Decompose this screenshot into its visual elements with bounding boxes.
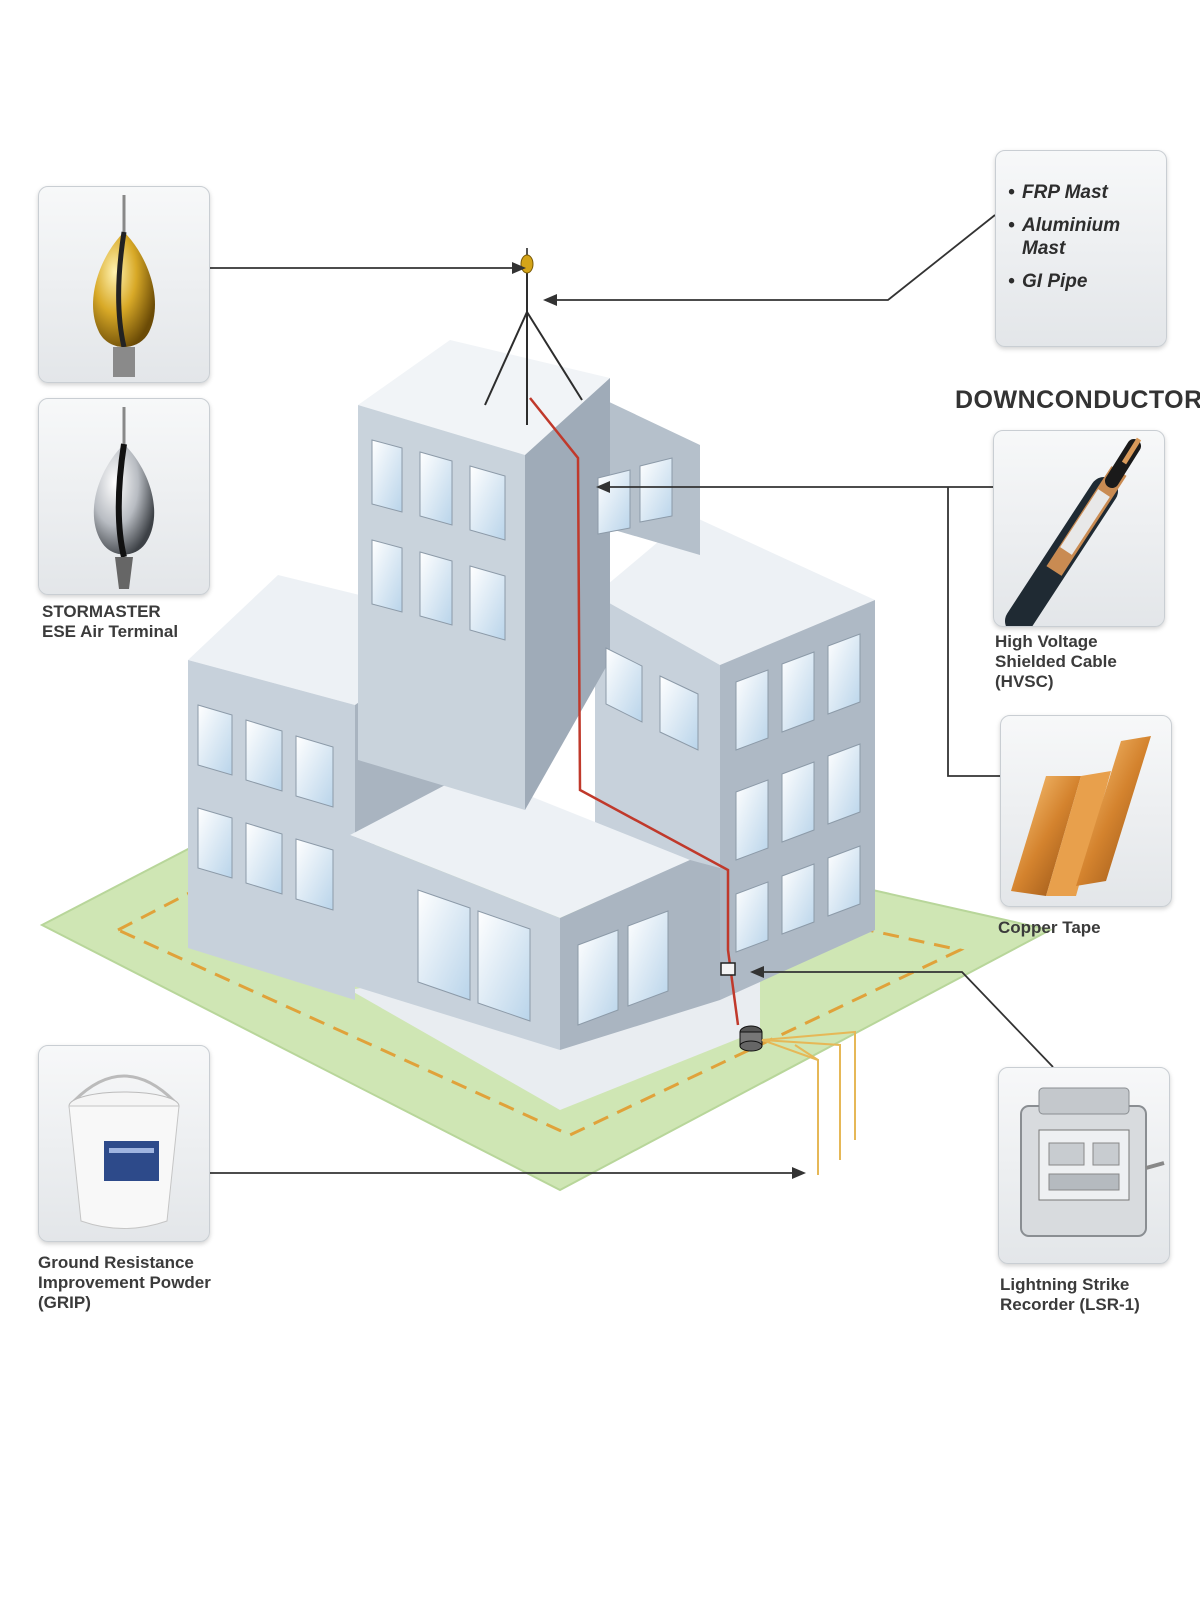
lsr-device-icon: [1020, 1087, 1165, 1237]
grip-bucket-icon: [68, 1074, 180, 1229]
hvsc-caption: High Voltage Shielded Cable (HVSC): [995, 632, 1117, 692]
lsr-caption: Lightning Strike Recorder (LSR-1): [1000, 1275, 1140, 1315]
mast-option-aluminium: Aluminium Mast: [1008, 214, 1166, 260]
downconductor-heading: DOWNCONDUCTOR: [955, 386, 1200, 414]
earth-pit: [739, 1025, 763, 1052]
grip-caption-line2: Improvement Powder: [38, 1273, 211, 1292]
grip-caption-line1: Ground Resistance: [38, 1253, 194, 1272]
air-terminal-silver-card: [38, 398, 210, 595]
mast-options-card: FRP Mast Aluminium Mast GI Pipe: [995, 150, 1167, 347]
mast-options-list: FRP Mast Aluminium Mast GI Pipe: [1008, 181, 1166, 303]
grip-caption: Ground Resistance Improvement Powder (GR…: [38, 1253, 211, 1313]
hvsc-caption-line2: Shielded Cable: [995, 652, 1117, 671]
mast-option-gi-pipe: GI Pipe: [1008, 270, 1166, 293]
grip-caption-line3: (GRIP): [38, 1293, 91, 1312]
strike-recorder-marker: [720, 962, 736, 976]
air-terminal-caption-line2: ESE Air Terminal: [42, 622, 179, 641]
gold-air-terminal-icon: [93, 195, 155, 377]
grip-card: [38, 1045, 210, 1242]
hvsc-caption-line3: (HVSC): [995, 672, 1054, 691]
air-terminal-gold-card: [38, 186, 210, 383]
hvsc-cable-icon: [1005, 437, 1142, 626]
air-terminal-caption: STORMASTER ESE Air Terminal: [42, 602, 178, 642]
callout-line-copper-tape: [947, 487, 1000, 777]
mast-option-frp: FRP Mast: [1008, 181, 1166, 204]
hvsc-caption-line1: High Voltage: [995, 632, 1098, 651]
copper-tape-caption-line1: Copper Tape: [998, 918, 1101, 937]
lsr-caption-line1: Lightning Strike: [1000, 1275, 1130, 1294]
silver-air-terminal-icon: [93, 407, 155, 589]
hvsc-card: [993, 430, 1165, 627]
building: [188, 340, 875, 1050]
air-terminal-caption-line1: STORMASTER: [42, 602, 161, 621]
copper-tape-card: [1000, 715, 1172, 907]
copper-tape-icon: [1011, 736, 1151, 896]
lsr-card: [998, 1067, 1170, 1264]
mast: [484, 268, 583, 425]
lsr-caption-line2: Recorder (LSR-1): [1000, 1295, 1140, 1314]
copper-tape-caption: Copper Tape: [998, 918, 1101, 938]
callout-line-mast: [550, 214, 996, 301]
callout-line-lsr: [758, 971, 1054, 1068]
earth-rods: [761, 1030, 856, 1175]
